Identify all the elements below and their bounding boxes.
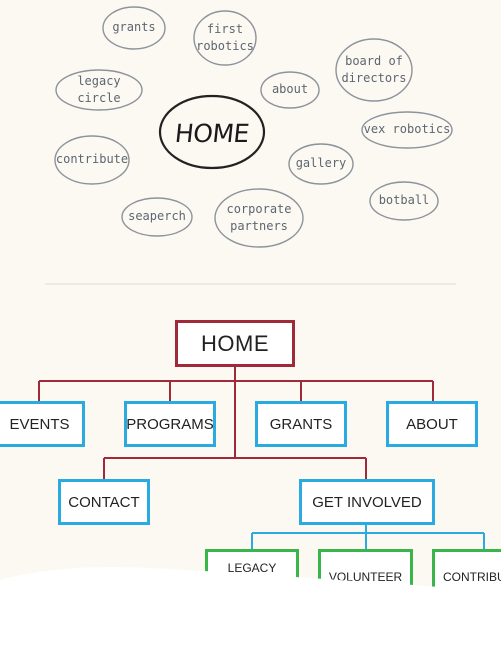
tree-node-contact: CONTACT [58,479,150,525]
bubble-gallery-outline [288,143,354,185]
bubble-corporate-outline [214,188,304,248]
bubble-gallery: gallery [295,156,347,171]
bottom-wave [0,567,501,651]
bubble-about: about [271,82,309,97]
bubble-seaperch-outline [121,197,193,237]
bubble-grants: grants [112,20,156,35]
bubble-vex-robotics: vex robotics [363,122,451,137]
bubble-contribute: contribute [55,152,129,167]
bubble-grants-outline [102,6,166,50]
bubble-first-robotics: first robotics [196,21,254,53]
tree-node-programs: PROGRAMS [124,401,216,447]
bubble-contribute-outline [54,135,130,185]
tree-node-grants: GRANTS [255,401,347,447]
sketch-map [45,6,456,285]
tree-node-home: HOME [175,320,295,367]
bubble-first-robotics-outline [193,10,257,66]
bubble-board-outline [335,38,413,102]
tree-node-get-involved: GET INVOLVED [299,479,435,525]
tree-node-events: EVENTS [0,401,85,447]
bubble-vex-outline [361,111,453,149]
bubble-legacy-outline [55,69,143,111]
bubble-about-outline [260,71,320,109]
bubble-seaperch: seaperch [128,209,186,224]
bubble-legacy-circle: legacy circle [77,73,121,105]
bubble-botball-outline [369,181,439,221]
bubble-home-outline [158,94,266,170]
bubble-botball: botball [378,193,430,208]
bubble-corporate-partners: corporate partners [226,201,292,233]
bubble-board-of-directors: board of directors [341,53,407,85]
tree-node-about: ABOUT [386,401,478,447]
